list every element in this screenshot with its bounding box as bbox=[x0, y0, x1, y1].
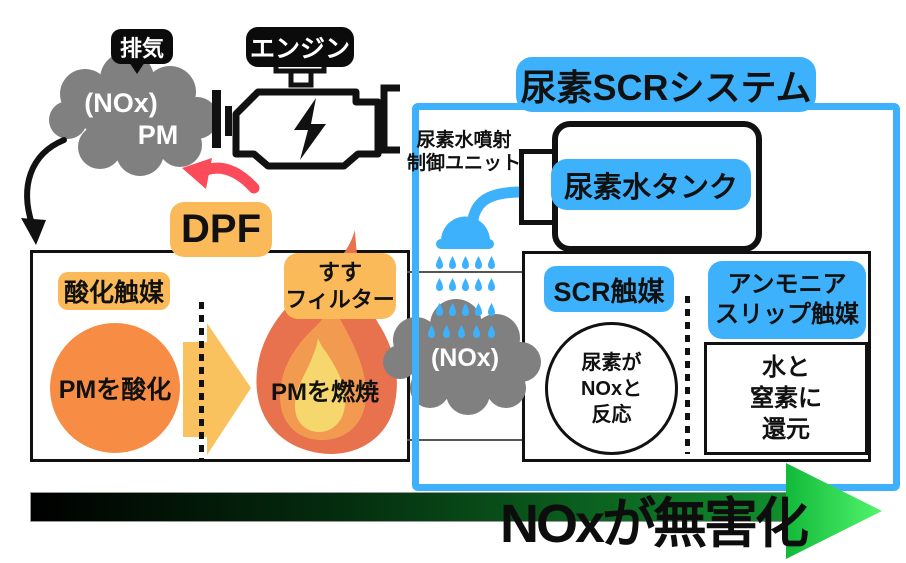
reduction-line2: 窒素に bbox=[750, 384, 822, 412]
exhaust-badge-pointer bbox=[129, 62, 145, 74]
dpf-title-badge: DPF bbox=[170, 202, 272, 257]
reduction-line3: 還元 bbox=[762, 416, 810, 444]
scr-reaction-line1: 尿素が bbox=[581, 351, 642, 374]
oxidation-circle-label: PMを酸化 bbox=[58, 376, 172, 404]
black-flow-arrow bbox=[21, 137, 67, 245]
exhaust-cloud-shape bbox=[49, 52, 218, 176]
shower-injector-icon bbox=[436, 186, 528, 249]
injector-unit-label: 尿素水噴射 制御ユニット bbox=[402, 129, 526, 175]
spray-drops-icon bbox=[428, 256, 495, 338]
oxidation-catalyst-label: 酸化触媒 bbox=[63, 279, 164, 307]
urea-tank-label: 尿素水タンク bbox=[563, 171, 738, 204]
nox-cloud-shape bbox=[383, 299, 541, 415]
exhaust-pm-label: PM bbox=[137, 120, 179, 150]
duct-top-line bbox=[407, 271, 525, 273]
soot-burn-text: PMを燃焼 bbox=[271, 379, 379, 406]
scr-catalyst-label: SCR触媒 bbox=[553, 276, 665, 307]
exhaust-badge-label: 排気 bbox=[119, 35, 164, 61]
reduction-line1: 水と bbox=[762, 353, 810, 381]
ammonia-slip-badge: アンモニア スリップ触媒 bbox=[708, 261, 866, 339]
reduction-box: 水と 窒素に 還元 bbox=[704, 342, 868, 455]
scr-divider-dotted-line bbox=[685, 296, 690, 454]
engine-badge-label: エンジン bbox=[249, 35, 350, 63]
result-headline: NOxが無害化 bbox=[500, 494, 809, 554]
dpf-divider-dotted-line bbox=[199, 302, 204, 460]
dpf-title-label: DPF bbox=[181, 207, 261, 251]
scr-reaction-circle: 尿素が NOxと 反応 bbox=[545, 322, 678, 455]
exhaust-badge: 排気 bbox=[111, 29, 173, 64]
scr-reaction-line3: 反応 bbox=[591, 403, 632, 426]
urea-scr-title-badge: 尿素SCRシステム bbox=[516, 57, 816, 112]
oxidation-circle: PMを酸化 bbox=[50, 323, 180, 453]
urea-scr-title-label: 尿素SCRシステム bbox=[520, 66, 812, 108]
red-return-arrow bbox=[182, 158, 260, 194]
injector-label-line1: 尿素水噴射 bbox=[416, 130, 512, 151]
ammonia-slip-label-line2: スリップ触媒 bbox=[715, 301, 859, 328]
green-arrowhead-icon bbox=[786, 463, 882, 559]
duct-bottom-line bbox=[407, 439, 525, 441]
exhaust-nox-label: (NOx) bbox=[84, 88, 158, 118]
scr-catalyst-badge: SCR触媒 bbox=[544, 266, 674, 312]
soot-filter-label-line2: フィルター bbox=[285, 287, 395, 312]
injector-label-line2: 制御ユニット bbox=[406, 153, 521, 175]
scr-reaction-line2: NOxと bbox=[580, 377, 643, 400]
engine-badge: エンジン bbox=[246, 27, 354, 67]
urea-tank-badge: 尿素水タンク bbox=[551, 159, 751, 210]
oxidation-catalyst-badge: 酸化触媒 bbox=[58, 272, 170, 310]
engine-icon bbox=[212, 57, 400, 170]
orange-arrow-icon bbox=[183, 323, 251, 455]
ammonia-slip-label-line1: アンモニア bbox=[727, 271, 847, 298]
gradient-arrow-bar bbox=[30, 492, 797, 522]
soot-filter-badge: すす フィルター bbox=[284, 253, 396, 319]
nox-cloud-label: (NOx) bbox=[430, 344, 500, 372]
soot-filter-label-line1: すす bbox=[317, 259, 362, 285]
